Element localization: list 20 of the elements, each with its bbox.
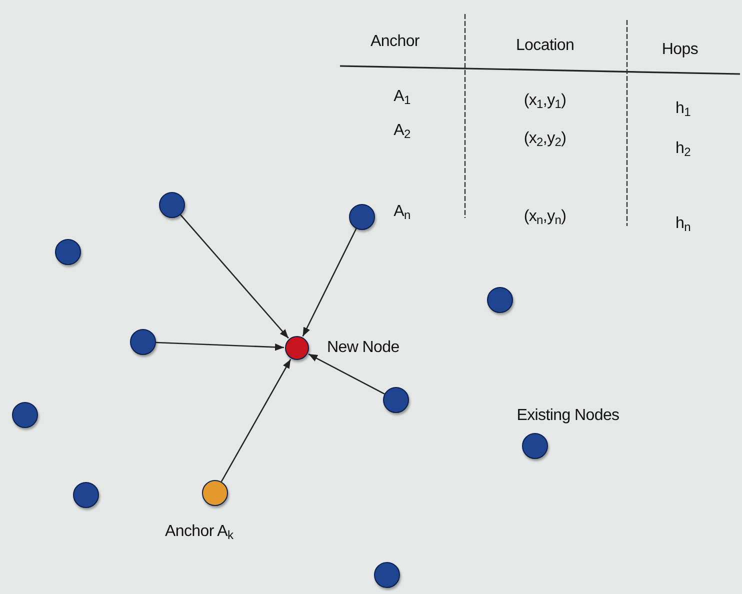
column-header: Hops bbox=[662, 40, 698, 60]
node-caption: New Node bbox=[327, 338, 400, 358]
table-text: A$_{2}$ bbox=[394, 121, 410, 141]
arrow bbox=[220, 359, 292, 482]
legend-caption: Existing Nodes bbox=[516, 406, 620, 426]
node-caption: Anchor A$_{k}$ bbox=[165, 522, 234, 544]
table-text: A$_{n}$ bbox=[394, 202, 410, 222]
table-text: h$_{n}$ bbox=[676, 214, 690, 234]
arrow bbox=[302, 228, 357, 337]
table-text: (x$_{2}$,y$_{2}$) bbox=[524, 129, 566, 149]
arrow bbox=[308, 353, 385, 395]
column-header: Anchor bbox=[370, 32, 420, 52]
arrow bbox=[156, 342, 284, 351]
table-text: h$_{2}$ bbox=[676, 139, 690, 159]
column-header: Location bbox=[516, 36, 574, 56]
table-text: A$_{1}$ bbox=[394, 87, 410, 107]
table-text: (x$_{n}$,y$_{n}$) bbox=[524, 207, 566, 227]
arrow bbox=[180, 214, 289, 339]
table-text: h$_{1}$ bbox=[676, 99, 690, 119]
table-text: (x$_{1}$,y$_{1}$) bbox=[524, 91, 566, 111]
